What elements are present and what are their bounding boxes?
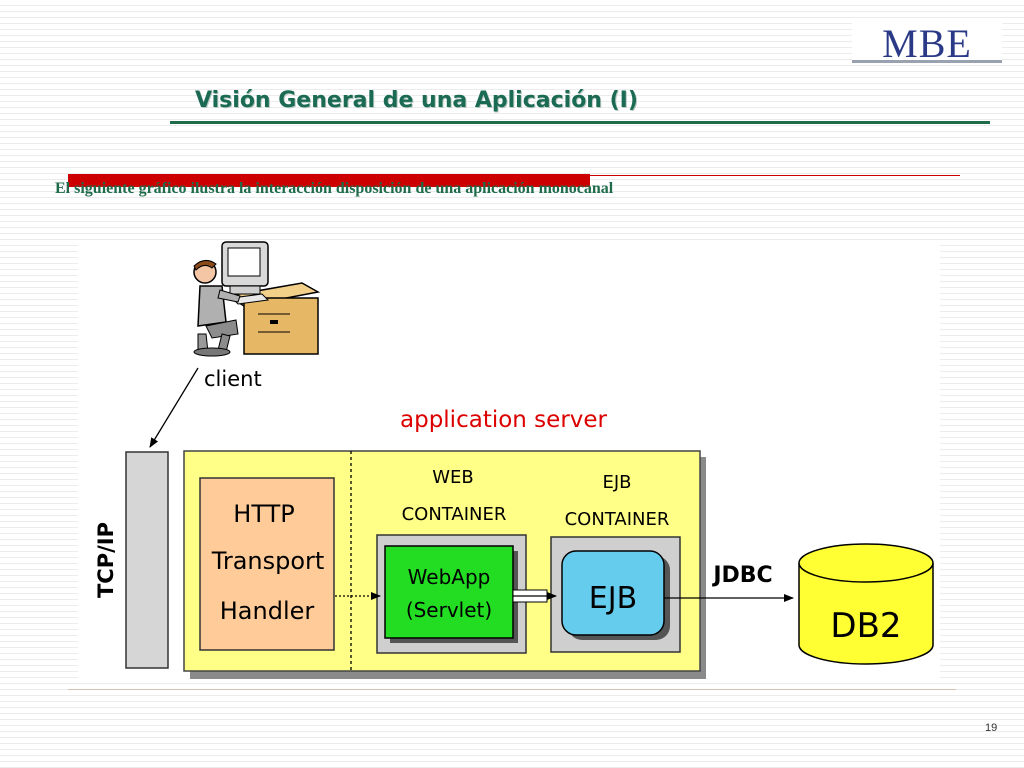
person-icon xyxy=(193,260,241,357)
footer-rule xyxy=(68,689,956,690)
jdbc-label: JDBC xyxy=(711,563,772,588)
red-accent-line xyxy=(590,175,960,176)
db2-label: DB2 xyxy=(830,606,901,646)
webapp-label-line2: (Servlet) xyxy=(406,598,492,622)
ejb-container-label-line1: EJB xyxy=(602,472,631,493)
slide-title: Visión General de una Aplicación (I) xyxy=(195,88,638,113)
computer-monitor-icon xyxy=(221,241,270,305)
webapp-label-line1: WebApp xyxy=(408,565,491,589)
web-container-label-line2: CONTAINER xyxy=(402,504,507,525)
logo-text: MBE xyxy=(882,21,972,66)
ejb-container-label-line2: CONTAINER xyxy=(565,509,670,530)
title-underline xyxy=(170,121,990,124)
application-server-label: application server xyxy=(400,407,608,433)
http-label-line1: HTTP xyxy=(233,500,294,528)
client-label: client xyxy=(204,367,262,391)
client-arrow xyxy=(149,367,199,448)
http-handler-box xyxy=(199,477,335,651)
red-accent-bar xyxy=(68,174,590,187)
web-container-label-line1: WEB xyxy=(432,467,474,488)
ejb-label: EJB xyxy=(589,581,637,616)
client-computer-icon xyxy=(193,241,321,357)
tcpip-bar xyxy=(125,451,169,669)
http-label-line3: Handler xyxy=(220,597,315,625)
webapp-servlet-box xyxy=(384,545,514,639)
mbe-logo: MBE xyxy=(852,18,1002,66)
desk-icon xyxy=(225,282,321,355)
page-number: 19 xyxy=(985,722,998,734)
tcpip-label: TCP/IP xyxy=(94,522,118,598)
db2-cylinder xyxy=(798,543,934,665)
ejb-box xyxy=(561,550,665,636)
http-label-line2: Transport xyxy=(211,547,325,575)
slide-subtitle: El siguiente gráfico ilustra la interacc… xyxy=(55,180,614,197)
